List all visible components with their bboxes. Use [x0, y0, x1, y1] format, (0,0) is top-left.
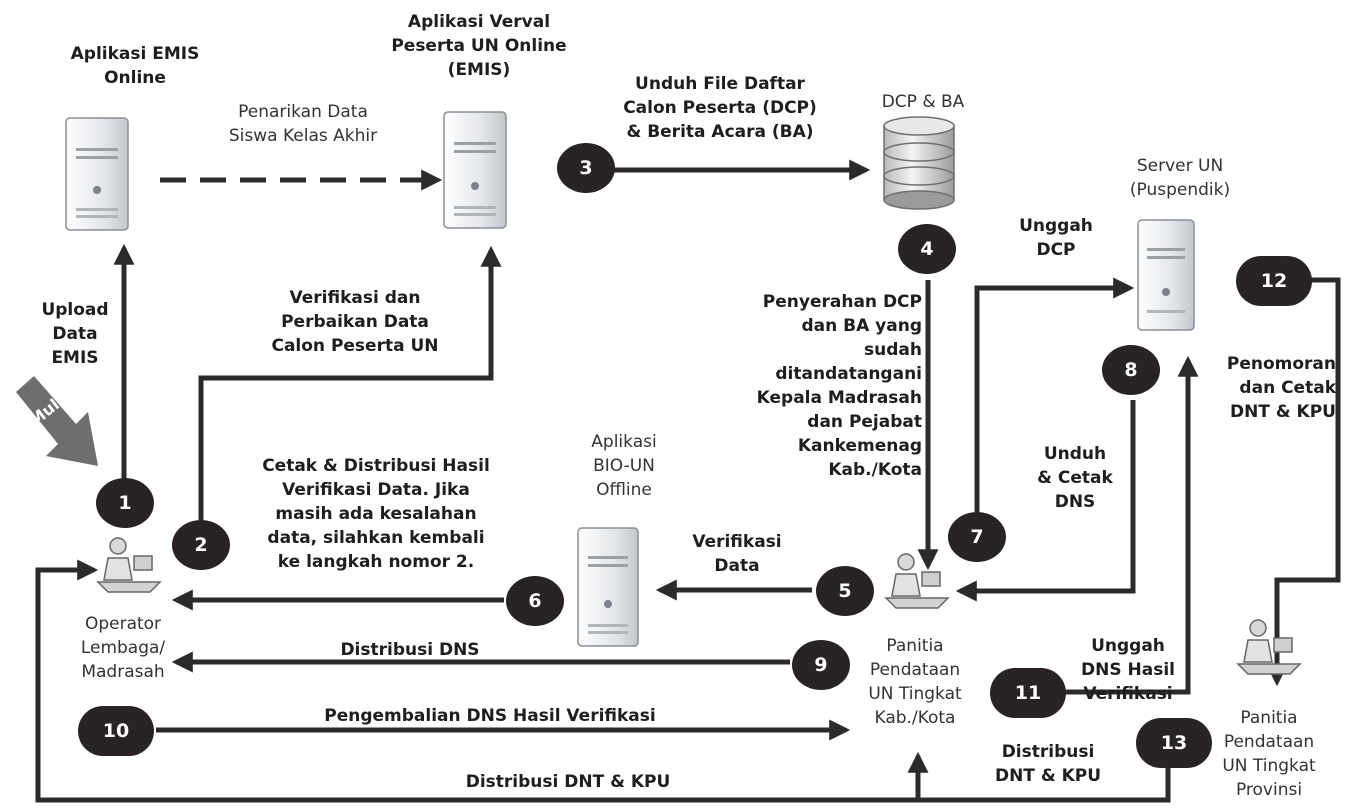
step-badge-7: 7 — [948, 512, 1006, 562]
node-operator-label: Operator Lembaga/ Madrasah — [80, 614, 166, 682]
node-bio-un-label: Aplikasi BIO-UN Offline — [591, 432, 657, 500]
server-icon-emis — [65, 117, 129, 231]
node-verval-label: Aplikasi Verval Peserta UN Online (EMIS) — [391, 12, 567, 80]
step-badge-1: 1 — [96, 478, 154, 528]
step-badge-2: 2 — [172, 520, 230, 570]
edge-unggah-dns-label: Unggah DNS Hasil Verifikasi — [1081, 636, 1175, 704]
node-emis-label: Aplikasi EMIS Online — [70, 44, 200, 88]
edge-12-penomoran — [1266, 277, 1341, 687]
person-icon-panitia-kab — [884, 553, 950, 609]
step-badge-10: 10 — [78, 706, 154, 756]
edge-penarikan-label: Penarikan Data Siswa Kelas Akhir — [228, 102, 378, 146]
step-badge-8: 8 — [1102, 345, 1160, 395]
edge-7-unggah — [974, 277, 1135, 512]
edge-13-distribusi-dnt — [35, 559, 1171, 803]
edge-verifikasi-data-label: Verifikasi Data — [692, 532, 782, 576]
step-badge-4: 4 — [898, 224, 956, 274]
edge-pengembalian-label: Pengembalian DNS Hasil Verifikasi — [324, 706, 656, 726]
step-badge-11: 11 — [990, 668, 1066, 718]
edge-cetak-distribusi-label: Cetak & Distribusi Hasil Verifikasi Data… — [262, 456, 490, 572]
edge-upload-label: Upload Data EMIS — [41, 300, 109, 368]
edge-unggah-dcp-label: Unggah DCP — [1019, 216, 1093, 260]
edge-distribusi-dnt-bottom-label: Distribusi DNT & KPU — [465, 772, 671, 792]
server-icon-un — [1137, 219, 1195, 331]
step-badge-3: 3 — [557, 143, 615, 193]
person-icon-operator — [96, 537, 162, 593]
step-badge-6: 6 — [506, 576, 564, 626]
node-panitia-kab-label: Panitia Pendataan UN Tingkat Kab./Kota — [868, 636, 962, 728]
step-badge-9: 9 — [792, 640, 850, 690]
server-icon-bio-un — [577, 527, 639, 647]
edge-unduh-dns-label: Unduh & Cetak DNS — [1037, 444, 1113, 512]
person-icon-panitia-prov — [1236, 619, 1302, 675]
step-badge-5: 5 — [816, 566, 874, 616]
mulai-arrow-icon — [16, 376, 98, 466]
node-panitia-prov-label: Panitia Pendataan UN Tingkat Provinsi — [1222, 708, 1316, 800]
step-badge-13: 13 — [1136, 718, 1212, 768]
edge-distribusi-dns-label: Distribusi DNS — [340, 640, 480, 660]
step-badge-12: 12 — [1236, 256, 1312, 306]
database-icon — [883, 116, 955, 210]
edge-penomoran-label: Penomoran dan Cetak DNT & KPU — [1226, 354, 1336, 422]
edge-8-unduh — [955, 400, 1136, 602]
edge-verifikasi-perbaikan-label: Verifikasi dan Perbaikan Data Calon Pese… — [271, 288, 439, 356]
server-icon-verval — [443, 111, 507, 229]
edge-unduh-dcp-label: Unduh File Daftar Calon Peserta (DCP) & … — [623, 74, 817, 142]
edge-penyerahan-label: Penyerahan DCP dan BA yang sudah ditanda… — [756, 292, 922, 480]
edge-11-unggah-dns — [1062, 355, 1199, 695]
node-server-un-label: Server UN (Puspendik) — [1129, 156, 1231, 200]
edge-2-verval — [198, 245, 502, 520]
edge-distribusi-dnt-kab-label: Distribusi DNT & KPU — [994, 742, 1102, 786]
node-dcp-ba-label: DCP & BA — [881, 92, 965, 112]
